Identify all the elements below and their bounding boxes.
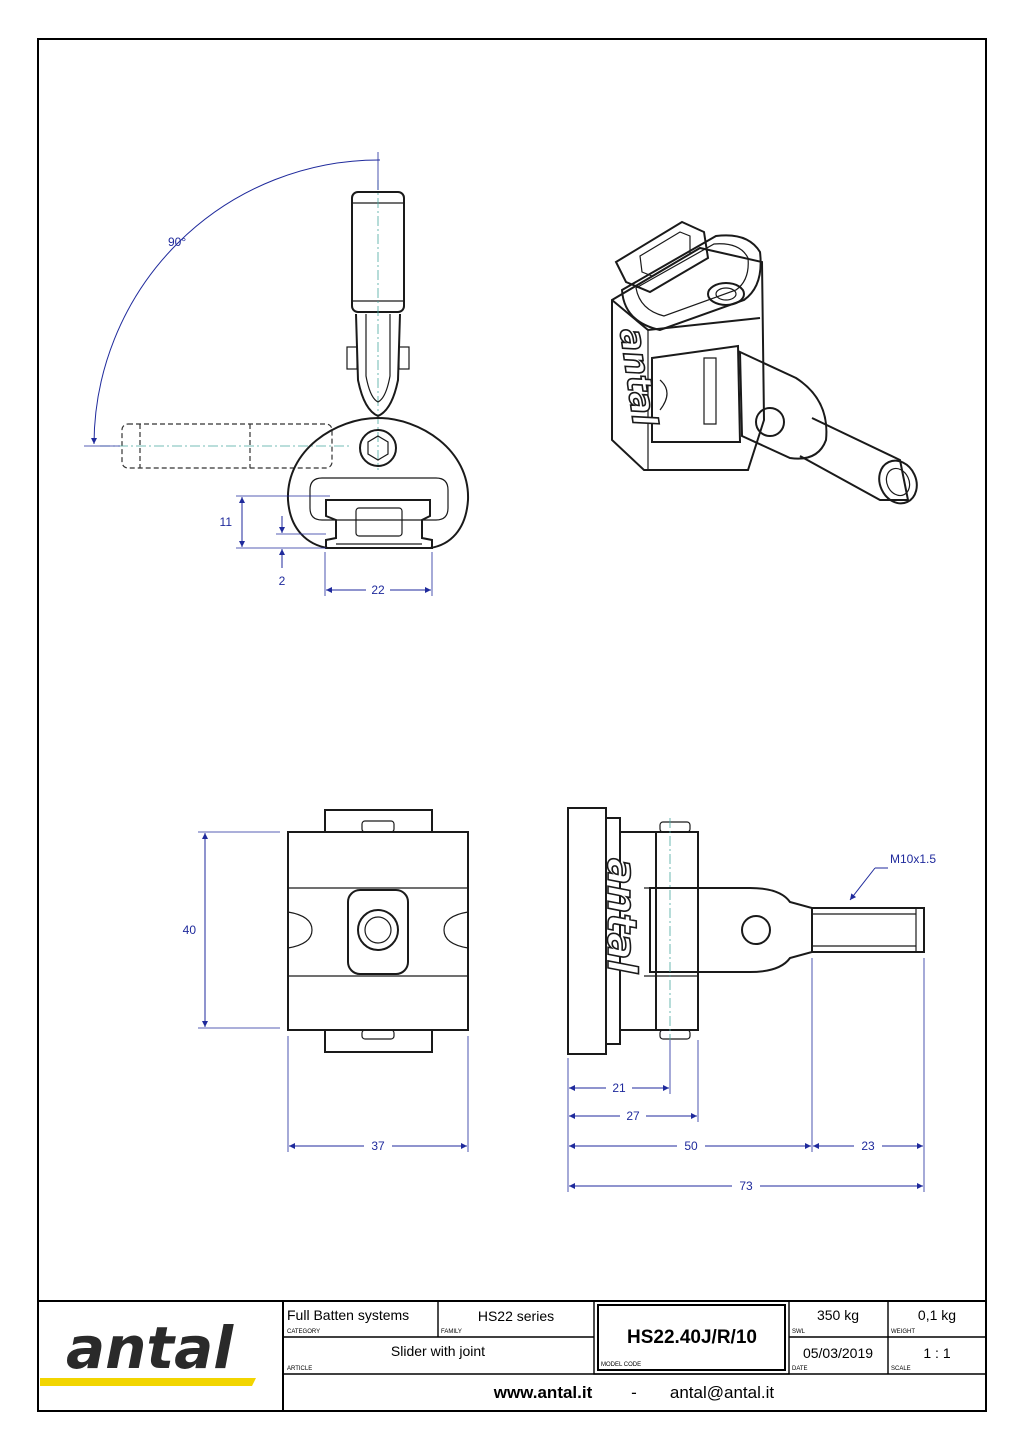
dim-40: 40 [183,923,197,937]
category-label: CATEGORY [287,1329,320,1335]
side-view-right-dimensions: M10x1.5 21 27 50 23 73 [567,852,936,1194]
scale-label: SCALE [891,1366,911,1372]
side-view-right: antal [567,807,925,1055]
front-view-dimensions: 90° 11 2 22 [84,152,433,597]
article-label: ARTICLE [287,1366,312,1372]
weight-value: 0,1 kg [918,1307,956,1323]
model-code-label: MODEL CODE [601,1362,641,1368]
dim-11: 11 [220,515,233,529]
dim-angle: 90° [168,235,186,249]
family-value: HS22 series [478,1308,554,1324]
contact-separator: - [631,1383,637,1402]
thread-callout: M10x1.5 [890,852,936,866]
website-link[interactable]: www.antal.it [493,1383,593,1402]
sheet-border [37,38,987,1412]
scale-value: 1 : 1 [923,1345,950,1361]
category-value: Full Batten systems [287,1307,409,1323]
dim-50: 50 [684,1139,698,1153]
family-label: FAMILY [441,1329,462,1335]
dim-22: 22 [371,583,385,597]
model-code-value: HS22.40J/R/10 [627,1327,757,1348]
date-label: DATE [792,1366,808,1372]
dim-37: 37 [371,1139,385,1153]
side-engraving: antal [598,858,644,975]
weight-label: WEIGHT [891,1329,915,1335]
swl-label: SWL [792,1329,806,1335]
date-value: 05/03/2019 [803,1345,873,1361]
dim-21: 21 [612,1081,626,1095]
side-view-left [287,809,469,1053]
front-view [100,180,470,549]
isometric-view: antal [610,220,918,505]
brand-logo: antal [66,1314,234,1382]
email-link[interactable]: antal@antal.it [670,1383,774,1402]
swl-value: 350 kg [817,1307,859,1323]
article-value: Slider with joint [391,1343,485,1359]
iso-engraving: antal [611,326,664,430]
dim-2: 2 [279,574,286,588]
title-block: antal Full Batten systems CATEGORY HS22 … [38,1300,986,1411]
side-view-left-dimensions: 40 37 [183,831,469,1154]
dim-73: 73 [739,1179,753,1193]
logo-accent-bar [40,1378,256,1386]
dim-23: 23 [861,1139,875,1153]
dim-27: 27 [626,1109,640,1123]
